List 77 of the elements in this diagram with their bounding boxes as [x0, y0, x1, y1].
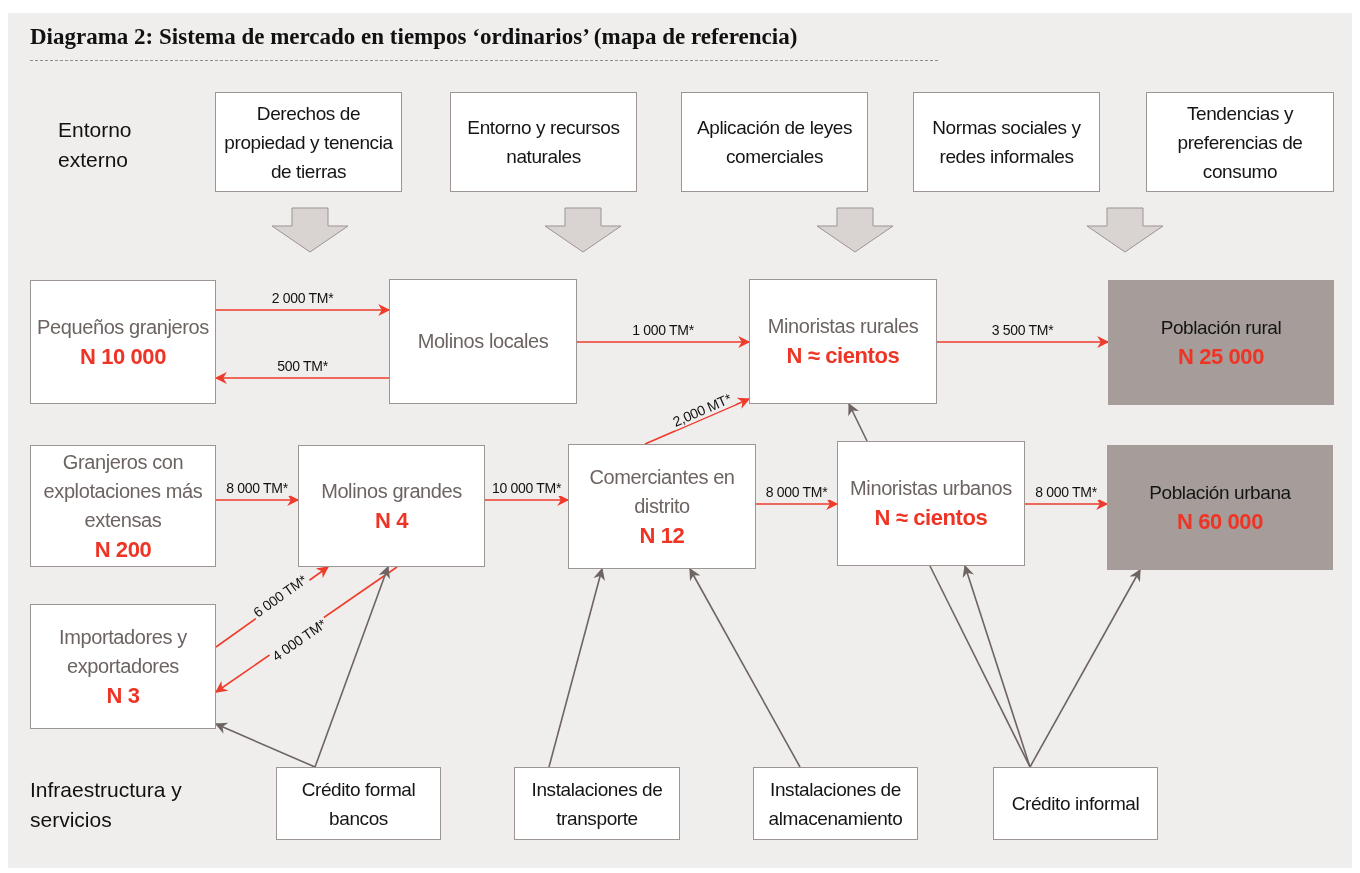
environment-box [1146, 92, 1334, 192]
block-arrow [1086, 207, 1164, 253]
section-label: Entorno externo [58, 117, 133, 173]
arrow [214, 372, 390, 384]
node-text: Minoristas urbanos [850, 476, 1012, 501]
arrow [689, 567, 801, 768]
environment-box [913, 92, 1100, 192]
arrow [214, 722, 316, 768]
service-box [514, 767, 680, 840]
block-arrow [271, 207, 349, 253]
count-text: N 12 [639, 521, 685, 550]
count-text: N ≈ cientos [874, 504, 988, 532]
arrow [848, 402, 868, 442]
arrow [936, 336, 1110, 348]
arrow [644, 397, 751, 445]
count-text: N 200 [94, 535, 152, 564]
block-arrow [544, 207, 622, 253]
actor-box [30, 280, 216, 404]
count-text: N 10 000 [79, 342, 167, 371]
arrow [576, 336, 751, 348]
actor-box [837, 441, 1025, 566]
node-text: Comerciantes en distrito [588, 464, 736, 519]
node-text: Población rural [1160, 316, 1282, 340]
population-box [1108, 280, 1334, 405]
actor-box [749, 279, 937, 404]
service-box [276, 767, 441, 840]
arrow [548, 567, 605, 768]
edge-label: 2 000 TM* [269, 290, 336, 306]
section-label: Infraestructura y servicios [30, 777, 183, 833]
node-text: Granjeros con explotaciones más extensas [42, 449, 204, 533]
count-text: N ≈ cientos [786, 342, 900, 370]
arrow [755, 498, 839, 510]
node-text: Instalaciones de almacenamiento [767, 777, 904, 831]
arrow [314, 565, 390, 768]
actor-box [30, 604, 216, 729]
edge-label: 3 500 TM* [989, 322, 1056, 338]
node-text: Derechos de propiedad y tenencia de tierras [223, 101, 394, 184]
node-text: Pequeños granjeros [37, 314, 209, 340]
edge-label: 500 TM* [275, 358, 330, 374]
edge-label: 8 000 TM* [763, 484, 830, 500]
node-text: Molinos grandes [321, 478, 462, 504]
node-text: Instalaciones de transporte [530, 777, 664, 831]
node-text: Minoristas rurales [767, 314, 919, 339]
block-arrow [816, 207, 894, 253]
node-text: Población urbana [1149, 481, 1291, 505]
edge-label: 8 000 TM* [224, 480, 290, 496]
arrow [484, 494, 570, 506]
arrow [962, 564, 1031, 768]
arrow [215, 304, 391, 316]
count-text: N 25 000 [1177, 343, 1265, 371]
actor-box [389, 279, 577, 404]
count-text: N 3 [106, 681, 140, 710]
population-box [1107, 445, 1333, 570]
node-text: Crédito informal [1011, 792, 1140, 816]
edge-label: 8 000 TM* [1033, 484, 1099, 500]
diagram-title: Diagrama 2: Sistema de mercado en tiempos ‘ordinarios’ (mapa de referencia) [30, 24, 798, 50]
actor-box [298, 445, 485, 567]
actor-box [568, 444, 756, 569]
node-text: Aplicación de leyes comerciales [695, 116, 854, 169]
arrow [215, 494, 300, 506]
edge-label: 1 000 TM* [630, 322, 696, 338]
arrow [1024, 498, 1109, 510]
service-box [993, 767, 1158, 840]
actor-box [30, 445, 216, 567]
count-text: N 4 [374, 506, 408, 535]
node-text: Molinos locales [417, 329, 549, 354]
node-text: Importadores y exportadores [58, 624, 188, 679]
node-text: Tendencias y preferencias de consumo [1176, 101, 1304, 184]
count-text: N 60 000 [1176, 508, 1264, 536]
environment-box [215, 92, 402, 192]
environment-box [450, 92, 637, 192]
node-text: Crédito formal bancos [300, 777, 417, 831]
node-text: Normas sociales y redes informales [931, 116, 1082, 169]
service-box [753, 767, 918, 840]
arrow [1029, 568, 1141, 768]
node-text: Entorno y recursos naturales [466, 116, 621, 169]
environment-box [681, 92, 868, 192]
